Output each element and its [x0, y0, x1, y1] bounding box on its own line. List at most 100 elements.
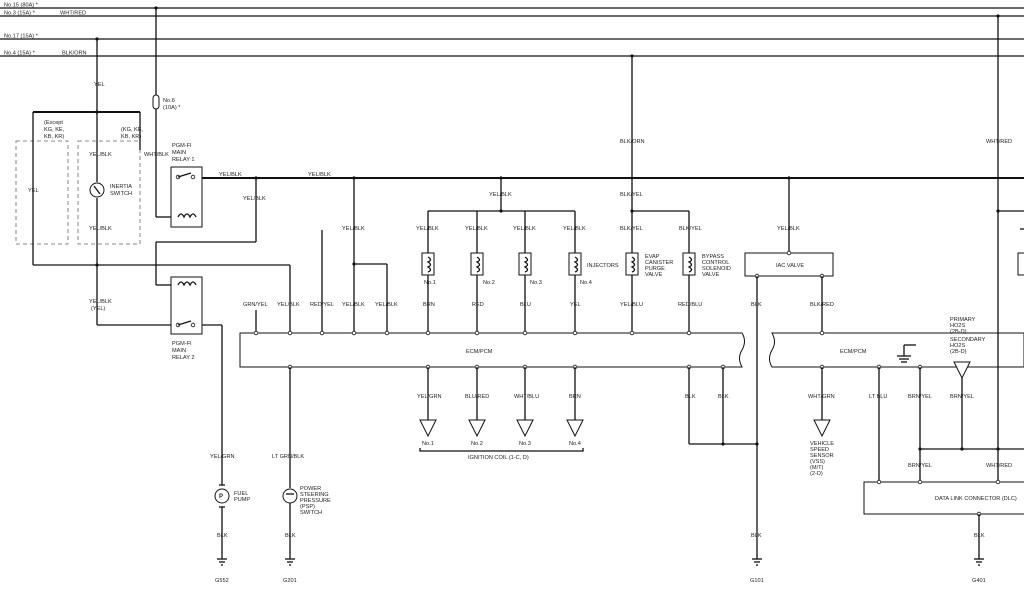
wire-label-blk-ecm-b: BLK — [718, 394, 729, 400]
dlc-label: DATA LINK CONNECTOR (DLC) — [935, 496, 1017, 502]
wire-label-inj1-in: YEL/BLK — [416, 226, 439, 232]
fuel-pump-icon — [214, 488, 230, 504]
wire-label-yel-drop: YEL — [94, 82, 105, 88]
wire-label-lt-blu: LT BLU — [869, 394, 887, 400]
wire-label-brn-yel-dlc: BRN/YEL — [908, 463, 932, 469]
secondary-ho2s-2: HO2S — [950, 343, 966, 349]
ecm-pcm-label-left: ECM/PCM — [466, 349, 493, 355]
injectors-label: INJECTORS — [587, 263, 619, 269]
wire-label-wht-grn: WHT/GRN — [808, 394, 835, 400]
coil-3-num: No.3 — [519, 441, 531, 447]
psp-switch: LT GRN/BLK POWER STEERING PRESSURE (PSP)… — [272, 367, 331, 559]
except-option-box — [15, 140, 69, 245]
coil-2-icon — [468, 419, 486, 438]
vehicle-speed-sensor: WHT/GRN VEHICLE SPEED SENSOR (VSS) (M/T)… — [808, 367, 835, 477]
coil-2-num: No.2 — [471, 441, 483, 447]
primary-ho2s-1: PRIMARY — [950, 317, 976, 323]
injector-group: YEL/BLK No.1 BRN YEL/BLK No.2 RED YEL/BL… — [416, 211, 619, 333]
psp-label-3: PRESSURE — [300, 498, 331, 504]
svg-text:P: P — [219, 494, 223, 500]
evap-label-4: VALVE — [645, 272, 662, 278]
wire-label-blk-orn-mid: BLK/ORN — [620, 139, 645, 145]
wire-label-blu-inj3: BLU — [520, 302, 531, 308]
coil-1-icon — [419, 419, 437, 438]
vss-label-3: SENSOR — [810, 453, 834, 459]
relay1-label-3: RELAY 1 — [172, 157, 195, 163]
vss-label-4: (VSS) — [810, 459, 825, 465]
ecm-pcm-right-box — [769, 332, 1024, 368]
relay1-label-2: MAIN — [172, 150, 186, 156]
vss-icon — [813, 419, 831, 438]
injector-3-num: No.3 — [530, 280, 542, 286]
wire-label-blk-g201: BLK — [285, 533, 296, 539]
wire-label-yel-blk-ecm3: YEL/BLK — [342, 302, 365, 308]
wire-label-yel-grn: YEL/GRN — [210, 454, 235, 460]
ignition-coil-label: IGNITION COIL (1-C, D) — [468, 455, 529, 461]
kg-note-line2: KB, KR) — [121, 134, 141, 140]
wire-label-blk-iac: BLK — [751, 302, 762, 308]
psp-label-5: SWITCH — [300, 510, 322, 516]
primary-ho2s-2: HO2S — [950, 323, 966, 329]
ecm-pcm-left-box — [239, 332, 745, 368]
bus-label-no17: No.17 (15A) * — [4, 34, 39, 40]
evap-label-1: EVAP — [645, 254, 660, 260]
injector-3: YEL/BLK No.3 BLU — [513, 211, 542, 333]
coil-4-num: No.4 — [569, 441, 581, 447]
wire-label-yel-blk-1: YEL/BLK — [89, 152, 112, 158]
bypass-label-3: SOLENOID — [702, 266, 731, 272]
secondary-ho2s-3: (2B-D) — [950, 349, 967, 355]
inertia-switch-label-2: SWITCH — [110, 191, 132, 197]
wire-label-wht-blu: WHT/BLU — [514, 394, 539, 400]
psp-label-2: STEERING — [300, 492, 329, 498]
ground-g401: G401 — [972, 558, 986, 584]
wire-label-yel-blk-ecm4: YEL/BLK — [375, 302, 398, 308]
wire-label-yel-blu: YEL/BLU — [620, 302, 643, 308]
wire-label-wht-red-dlc: WHT/RED — [986, 463, 1012, 469]
wire-label-yel-bypass: YEL — [28, 188, 39, 194]
wire-label-blk-g401: BLK — [974, 533, 985, 539]
wire-label-inj2-in: YEL/BLK — [465, 226, 488, 232]
ground-symbols: G552 G201 G101 G401 — [215, 558, 986, 584]
supply-buses: No.15 (80A) * No.3 (15A) * No.17 (15A) *… — [0, 3, 1024, 57]
inertia-switch-label-1: INERTIA — [110, 184, 132, 190]
wire-label-blu-red: BLU/RED — [465, 394, 489, 400]
wire-label-yel-blk-rail: YEL/BLK — [308, 172, 331, 178]
ecm-pcm-label-right: ECM/PCM — [840, 349, 867, 355]
bus-label-no3: No.3 (15A) * — [4, 11, 36, 17]
ho2s-icon — [953, 361, 971, 380]
wire-label-yel-blk-ecm1: YEL/BLK — [277, 302, 300, 308]
dlc-box — [863, 481, 1024, 515]
bypass-label-1: BYPASS — [702, 254, 724, 260]
wire-label-blk-yel-top: BLK/YEL — [620, 192, 643, 198]
wire-label-wht-blk: WHT/BLK — [144, 152, 169, 158]
wire-label-blk-orn-top: BLK/ORN — [62, 51, 87, 57]
wire-label-blk-g101: BLK — [751, 533, 762, 539]
injector-4: YEL/BLK No.4 YEL — [563, 211, 592, 333]
coil-1-num: No.1 — [422, 441, 434, 447]
wire-label-red-blu: RED/BLU — [678, 302, 702, 308]
injector-1-num: No.1 — [424, 280, 436, 286]
fuel-pump-label-1: FUEL — [234, 491, 248, 497]
ground-g201: G201 — [283, 558, 297, 584]
wire-label-blk-g552: BLK — [217, 533, 228, 539]
vss-label-1: VEHICLE — [810, 441, 834, 447]
bus-label-no15: No.15 (80A) * — [4, 3, 39, 9]
wire-label-wht-red-top: WHT/RED — [60, 11, 86, 17]
iac-valve: IAC VALVE BLK BLK/RED — [744, 250, 834, 333]
wire-label-blk-red: BLK/RED — [810, 302, 834, 308]
relay2-label-3: RELAY 2 — [172, 355, 195, 361]
coil-3-icon — [516, 419, 534, 438]
primary-ho2s-3: (2B-D) — [950, 329, 967, 335]
except-note-line1: (Except — [44, 120, 63, 126]
fuse-no6-circuit: No.6 (10A) * WHT/BLK — [144, 6, 181, 218]
wire-label-blk-yel-evap: BLK/YEL — [620, 226, 643, 232]
wire-label-yel-paren: (YEL) — [91, 306, 105, 312]
secondary-ho2s-1: SECONDARY — [950, 337, 986, 343]
wire-label-grn-yel: GRN/YEL — [243, 302, 268, 308]
injector-2: YEL/BLK No.2 RED — [465, 211, 495, 333]
psp-label-4: (PSP) — [300, 504, 315, 510]
fuel-pump: P FUEL PUMP BLK — [214, 484, 250, 559]
wire-label-yel-blk-r1: YEL/BLK — [219, 172, 242, 178]
bypass-label-2: CONTROL — [702, 260, 729, 266]
